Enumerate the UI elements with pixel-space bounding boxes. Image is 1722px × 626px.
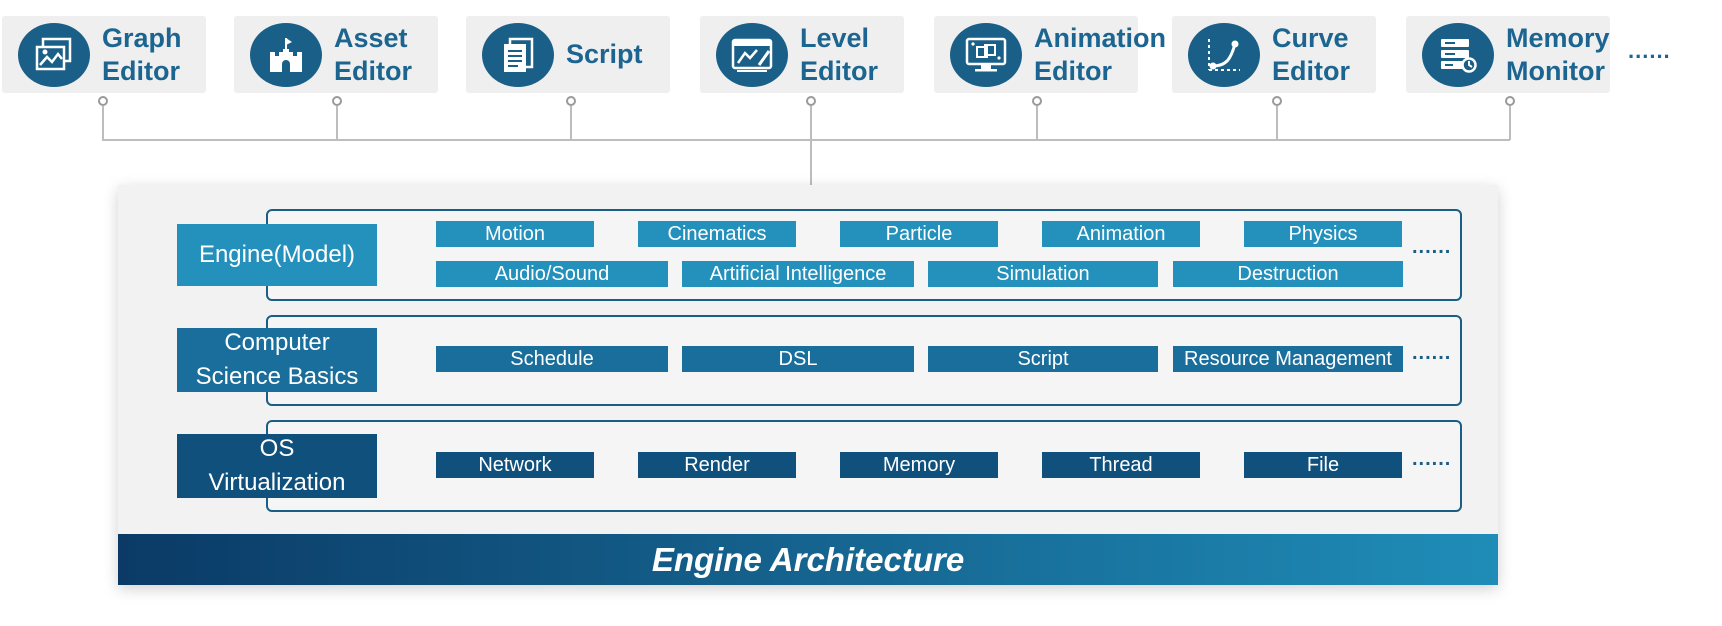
engine-layer-ellipsis: ...... [1412, 236, 1452, 258]
graph-editor-icon [18, 22, 90, 87]
module-script: Script [928, 346, 1158, 372]
layer-label-os: OS Virtualization [177, 434, 377, 498]
connector-vertical-memory [1509, 106, 1511, 140]
level-editor-icon [716, 22, 788, 87]
connector-vertical-curve [1276, 106, 1278, 140]
connector-dot [1272, 96, 1282, 106]
tool-label: Script [566, 39, 643, 69]
tool-label: Graph Editor [102, 22, 182, 86]
connector-dot [1032, 96, 1042, 106]
connector-vertical-script [570, 106, 572, 140]
module-artificial-intelligence: Artificial Intelligence [682, 261, 914, 287]
connector-vertical-graph [102, 106, 104, 140]
animation-monitor-icon [950, 22, 1022, 87]
module-particle: Particle [840, 221, 998, 247]
module-network: Network [436, 452, 594, 478]
module-cinematics: Cinematics [638, 221, 796, 247]
connector-dot [1505, 96, 1515, 106]
module-schedule: Schedule [436, 346, 668, 372]
tools-ellipsis: ...... [1628, 38, 1671, 63]
module-file: File [1244, 452, 1402, 478]
module-render: Render [638, 452, 796, 478]
script-document-icon [482, 22, 554, 87]
module-physics: Physics [1244, 221, 1402, 247]
tool-asset-editor[interactable]: Asset Editor [234, 16, 438, 93]
curve-icon [1188, 22, 1260, 87]
connector-dot [332, 96, 342, 106]
connector-dot [98, 96, 108, 106]
tool-label: Animation Editor [1034, 22, 1166, 86]
tool-level-editor[interactable]: Level Editor [700, 16, 904, 93]
tool-script[interactable]: Script [466, 16, 670, 93]
tool-graph-editor[interactable]: Graph Editor [2, 16, 206, 93]
connector-dot [806, 96, 816, 106]
module-dsl: DSL [682, 346, 914, 372]
tool-animation-editor[interactable]: Animation Editor [934, 16, 1166, 93]
module-motion: Motion [436, 221, 594, 247]
module-simulation: Simulation [928, 261, 1158, 287]
module-animation: Animation [1042, 221, 1200, 247]
memory-server-icon [1422, 22, 1494, 87]
cs-layer-ellipsis: ...... [1412, 342, 1452, 364]
tool-label: Asset Editor [334, 22, 412, 86]
connector-dot [566, 96, 576, 106]
module-destruction: Destruction [1173, 261, 1403, 287]
module-resource-management: Resource Management [1173, 346, 1403, 372]
tool-label: Memory Monitor [1506, 22, 1610, 86]
tool-label: Curve Editor [1272, 22, 1350, 86]
connector-vertical-asset [336, 106, 338, 140]
module-memory: Memory [840, 452, 998, 478]
asset-castle-icon [250, 22, 322, 87]
tool-curve-editor[interactable]: Curve Editor [1172, 16, 1376, 93]
engine-architecture-title: Engine Architecture [651, 540, 965, 578]
connector-horizontal-line [102, 139, 1510, 141]
tool-memory-monitor[interactable]: Memory Monitor [1406, 16, 1610, 93]
layer-label-cs-basics: Computer Science Basics [177, 328, 377, 392]
connector-vertical-animation [1036, 106, 1038, 140]
module-audio-sound: Audio/Sound [436, 261, 668, 287]
connector-vertical-level [810, 106, 812, 186]
layer-label-engine: Engine(Model) [177, 224, 377, 286]
engine-architecture-title-bar: Engine Architecture [118, 534, 1498, 585]
module-thread: Thread [1042, 452, 1200, 478]
os-layer-ellipsis: ...... [1412, 448, 1452, 470]
tool-label: Level Editor [800, 22, 878, 86]
